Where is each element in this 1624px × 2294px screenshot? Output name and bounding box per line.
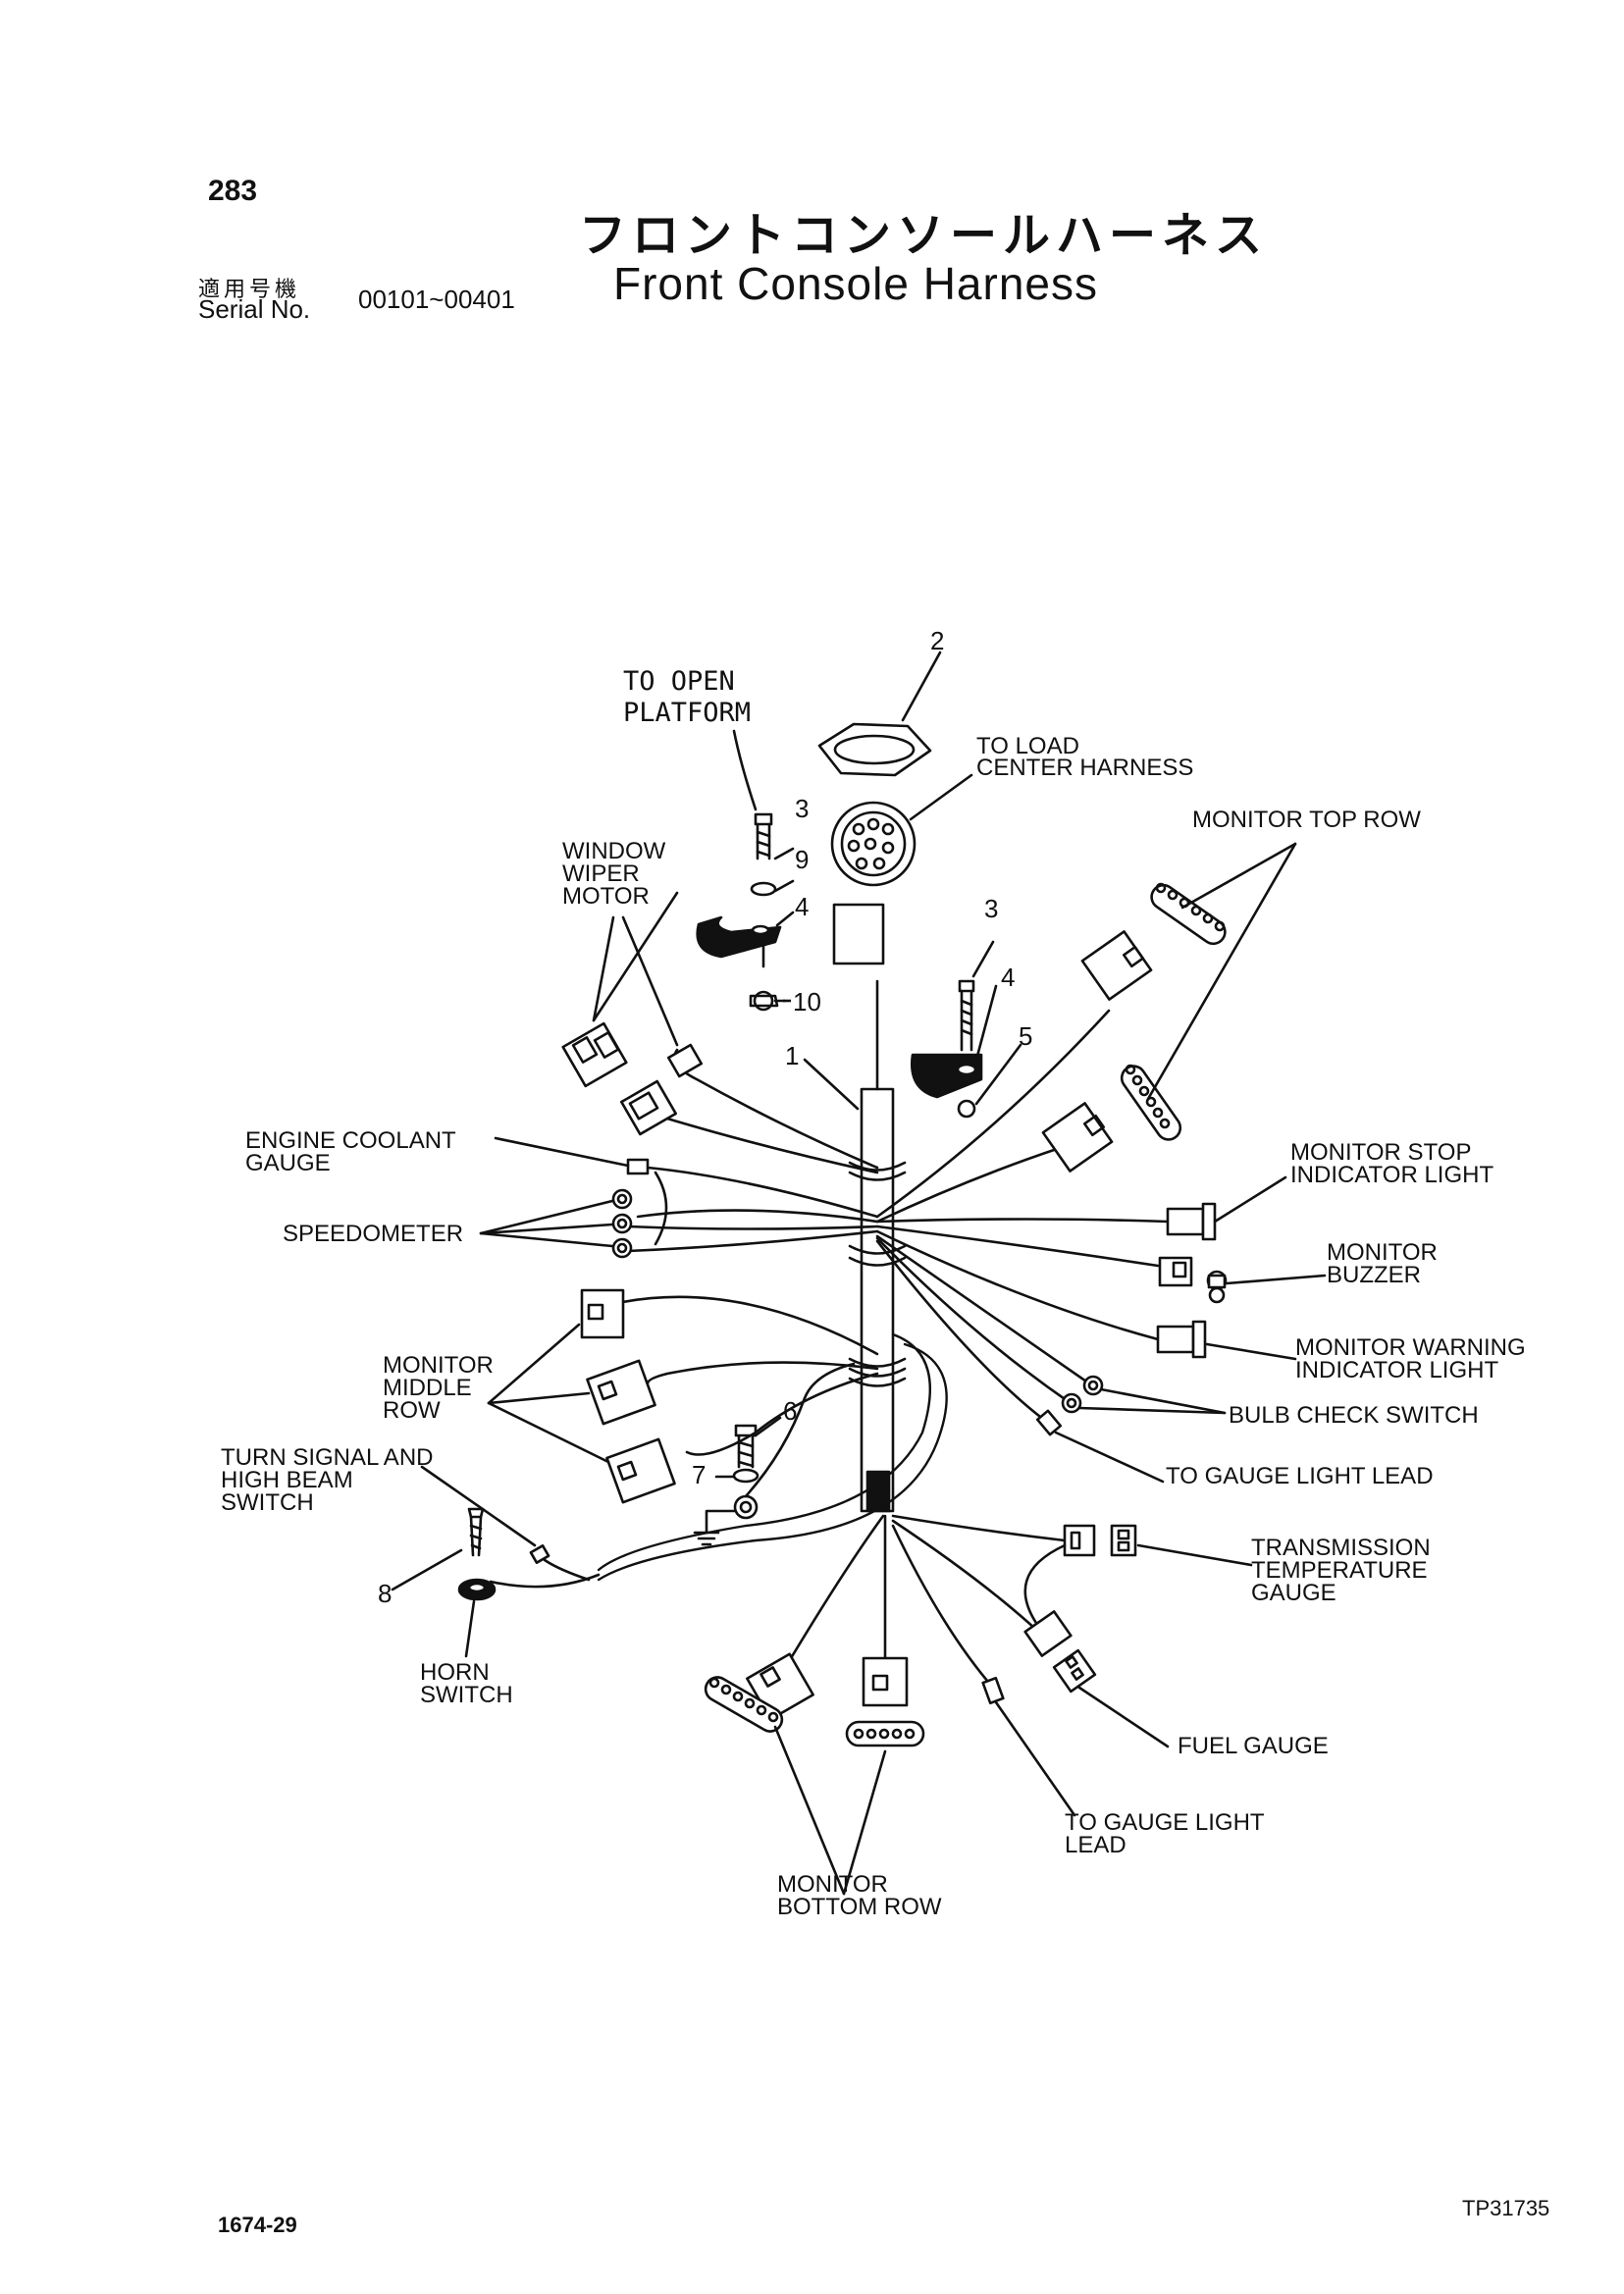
title-english: Front Console Harness [613,258,1098,309]
title-japanese: フロントコンソールハーネス [579,208,1269,263]
label-engine-coolant-2: GAUGE [245,1150,331,1176]
label-fuel-gauge: FUEL GAUGE [1178,1733,1329,1759]
label-to-gauge-light-lead-bottom-1: TO GAUGE LIGHT [1065,1809,1265,1836]
label-monitor-buzzer-1: MONITOR [1327,1239,1438,1266]
harness-trunk [860,1087,895,1513]
label-monitor-middle-3: ROW [383,1397,441,1424]
label-bulb-check-switch: BULB CHECK SWITCH [1229,1402,1479,1429]
part-number-3a: 3 [795,794,809,823]
part-number-9: 9 [795,845,809,874]
part-number-10: 10 [793,987,821,1017]
label-to-gauge-light-lead-bottom-2: LEAD [1065,1832,1126,1858]
label-monitor-stop-1: MONITOR STOP [1290,1139,1471,1166]
label-monitor-top-row: MONITOR TOP ROW [1192,807,1421,833]
label-transmission-1: TRANSMISSION [1251,1535,1431,1561]
serial-label: Serial No. [198,294,311,324]
label-monitor-middle-1: MONITOR [383,1352,494,1379]
label-transmission-3: GAUGE [1251,1580,1336,1606]
serial-label-japanese: 適用号機 [198,278,301,302]
page-number: 283 [208,175,258,207]
label-window-wiper-1: WINDOW [562,838,666,864]
label-to-open-platform-1: TO OPEN [623,666,735,697]
label-monitor-bottom-1: MONITOR [777,1871,888,1898]
label-speedometer: SPEEDOMETER [283,1221,463,1247]
part-number-5: 5 [1019,1021,1032,1051]
label-window-wiper-3: MOTOR [562,883,650,910]
label-engine-coolant-1: ENGINE COOLANT [245,1127,456,1154]
label-turn-signal-1: TURN SIGNAL AND [221,1444,433,1471]
label-transmission-2: TEMPERATURE [1251,1557,1428,1584]
label-turn-signal-2: HIGH BEAM [221,1467,353,1493]
part-number-8: 8 [378,1579,392,1608]
part-number-2: 2 [930,626,944,655]
document-id: 1674-29 [218,2213,297,2237]
hex-nut [817,722,932,777]
label-window-wiper-2: WIPER [562,860,640,887]
label-to-load-center-2: CENTER HARNESS [976,755,1193,781]
label-turn-signal-3: SWITCH [221,1489,314,1516]
label-monitor-warning-1: MONITOR WARNING [1295,1334,1526,1361]
round-connector [830,801,917,887]
part-number-4a: 4 [795,892,809,921]
label-monitor-stop-2: INDICATOR LIGHT [1290,1162,1493,1188]
label-horn-switch-2: SWITCH [420,1682,513,1708]
label-monitor-warning-2: INDICATOR LIGHT [1295,1357,1498,1383]
label-monitor-bottom-2: BOTTOM ROW [777,1894,942,1920]
label-to-gauge-light-lead-right: TO GAUGE LIGHT LEAD [1166,1463,1434,1489]
part-number-3b: 3 [984,894,998,923]
tp-code: TP31735 [1462,2196,1550,2220]
label-monitor-buzzer-2: BUZZER [1327,1262,1421,1288]
label-horn-switch-1: HORN [420,1659,490,1686]
part-number-6: 6 [783,1396,797,1426]
part-number-7: 7 [692,1460,706,1489]
label-to-open-platform-2: PLATFORM [623,698,751,728]
label-to-load-center-1: TO LOAD [976,733,1079,759]
part-number-4b: 4 [1001,963,1015,992]
serial-range: 00101~00401 [358,285,515,314]
label-monitor-middle-2: MIDDLE [383,1375,472,1401]
part-number-1: 1 [785,1041,799,1070]
